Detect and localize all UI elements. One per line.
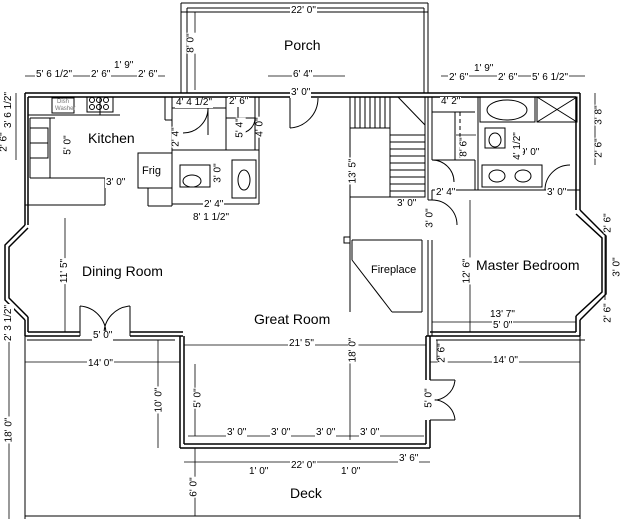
room-label-great: Great Room: [254, 311, 331, 327]
dim-k-counter: 3' 0": [105, 177, 127, 188]
dim-porch-depth: 8' 0": [185, 32, 197, 54]
dim-mb-closet: 4' 2": [440, 96, 462, 107]
dining-doors: [79, 305, 131, 336]
dim-left-bay: 2' 3 1/2": [3, 303, 15, 343]
dim-bath-w: 4' 4 1/2": [175, 97, 214, 108]
dim-deck-left-v: 18' 0": [3, 416, 15, 444]
dim-great-depth: 18' 0": [347, 336, 359, 364]
dim-great-width: 21' 5": [288, 338, 315, 349]
dim-deck-door-r: 5' 0": [423, 387, 435, 409]
dim-stair-side: 3' 0": [424, 207, 436, 229]
dim-mb-depth: 12' 6": [461, 257, 473, 285]
kitchen-walls: [25, 96, 173, 207]
dim-tr-b: 1' 9": [473, 63, 495, 74]
dim-tr-d: 5' 6 1/2": [531, 72, 570, 83]
entry-door: [289, 97, 319, 129]
dim-porch-door: 3' 0": [290, 87, 312, 98]
dim-deck-left: 14' 0": [87, 358, 114, 369]
dim-right-bay2: 2' 6": [602, 302, 614, 324]
dim-tl-d: 2' 6": [137, 69, 159, 80]
dim-tl-a: 5' 6 1/2": [35, 69, 74, 80]
dishwasher-label-2: Washer: [55, 106, 76, 112]
dim-bath-door: 2' 4": [203, 199, 225, 210]
fireplace-walls: [343, 236, 423, 313]
dim-closet-w: 2' 6": [228, 96, 250, 107]
dim-left-v1: 2' 6": [0, 131, 10, 153]
dim-dining-depth: 11' 5": [59, 257, 71, 285]
dim-mb-bath-v: 4' 1/2": [511, 131, 523, 161]
dim-win2: 3' 0": [270, 427, 292, 438]
room-label-deck: Deck: [290, 485, 322, 501]
dim-win4: 3' 0": [359, 427, 381, 438]
dim-left-v2: 3' 6 1/2": [3, 90, 15, 130]
room-label-kitchen: Kitchen: [88, 130, 135, 146]
dim-stair-bot: 3' 0": [396, 198, 418, 209]
dim-deck-right: 14' 0": [492, 355, 519, 366]
dim-win1: 3' 0": [226, 427, 248, 438]
dim-tl-c: 1' 9": [113, 60, 135, 71]
dim-dining-window: 5' 0": [92, 330, 114, 341]
room-label-master: Master Bedroom: [476, 257, 580, 273]
dim-tr-a: 2' 6": [448, 72, 470, 83]
stairs: [349, 96, 426, 198]
room-label-frig: Frig: [142, 165, 161, 177]
room-label-dining: Dining Room: [82, 263, 163, 279]
room-label-porch: Porch: [284, 37, 321, 53]
dim-right-v1: 3' 8": [593, 104, 605, 126]
small-bath-walls: [172, 97, 260, 205]
dim-bath-total: 8' 1 1/2": [192, 212, 231, 223]
dim-deck-v: 10' 0": [153, 386, 165, 414]
dim-hall-w: 4' 0": [254, 116, 266, 138]
dim-mb-bath-w: 9' 0": [519, 147, 541, 158]
dim-stair-w: 13' 5": [347, 157, 359, 185]
dim-deck-right-step: 2' 6": [436, 342, 448, 364]
dim-right-v2: 2' 6": [593, 137, 605, 159]
dim-mb-width: 13' 7": [489, 309, 516, 320]
dim-tl-b: 2' 6": [90, 69, 112, 80]
master-suite-walls: [427, 96, 580, 336]
dishwasher-label-1: Dish: [57, 99, 70, 105]
dim-deck-depth: 6' 0": [188, 476, 200, 498]
dim-porch-width: 22' 0": [290, 5, 317, 16]
dim-deck-width: 22' 0": [290, 460, 317, 471]
dim-tr-c: 2' 6": [497, 72, 519, 83]
dim-pier2: 1' 0": [340, 466, 362, 477]
dim-right-v3: 3' 0": [611, 256, 623, 278]
dim-deck-step: 3' 6": [398, 453, 420, 464]
dim-k-door: 2' 4": [170, 126, 182, 148]
dim-k-width: 5' 0": [62, 134, 74, 156]
dim-right-bay: 2' 6": [602, 212, 614, 234]
dim-porch-step: 6' 4": [292, 69, 314, 80]
dim-mb-bath-door: 3' 0": [546, 187, 568, 198]
dim-bath-small: 3' 0": [212, 162, 224, 184]
dim-mb-closet-h: 8' 6": [458, 136, 470, 158]
dim-win3: 3' 0": [315, 427, 337, 438]
dim-bath-h: 5' 4": [234, 117, 246, 139]
dim-mb-door: 2' 4": [435, 187, 457, 198]
room-label-fireplace: Fireplace: [371, 264, 417, 276]
dim-pier1: 1' 0": [248, 466, 270, 477]
dim-mb-window: 5' 0": [492, 320, 514, 331]
dim-deck-door: 5' 0": [192, 387, 204, 409]
